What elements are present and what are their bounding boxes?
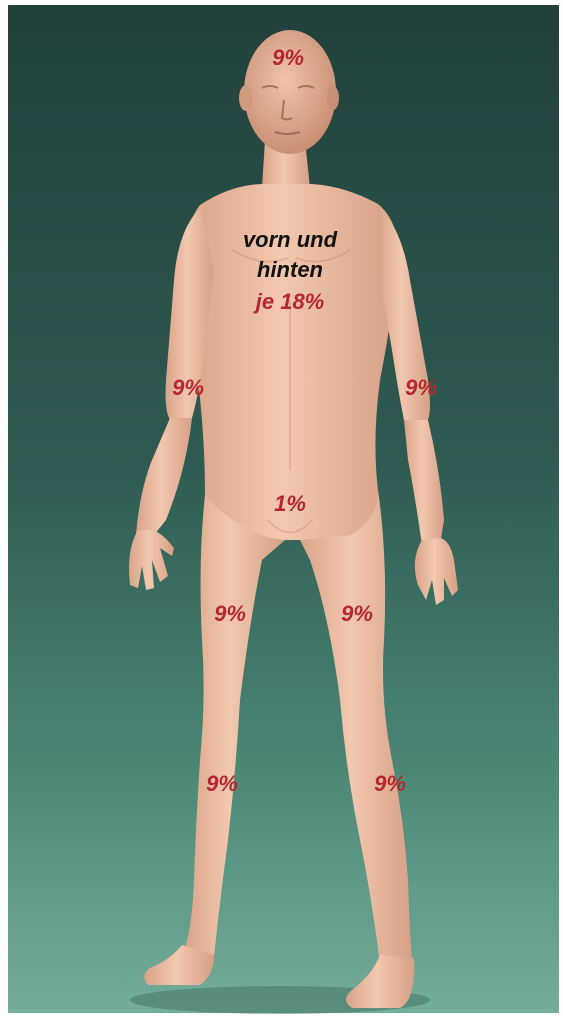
head-percentage: 9% bbox=[272, 44, 304, 71]
ear-left bbox=[327, 86, 339, 110]
trunk-label-line1: vorn und bbox=[243, 226, 337, 253]
trunk-percentage: je 18% bbox=[256, 288, 325, 315]
calf-left-percentage: 9% bbox=[374, 770, 406, 797]
ear-right bbox=[239, 85, 253, 111]
trunk-label-line2: hinten bbox=[257, 256, 323, 283]
arm-right-percentage: 9% bbox=[172, 374, 204, 401]
arm-left-percentage: 9% bbox=[405, 374, 437, 401]
thigh-left-percentage: 9% bbox=[341, 600, 373, 627]
genital-percentage: 1% bbox=[274, 490, 306, 517]
calf-right-percentage: 9% bbox=[206, 770, 238, 797]
thigh-right-percentage: 9% bbox=[214, 600, 246, 627]
